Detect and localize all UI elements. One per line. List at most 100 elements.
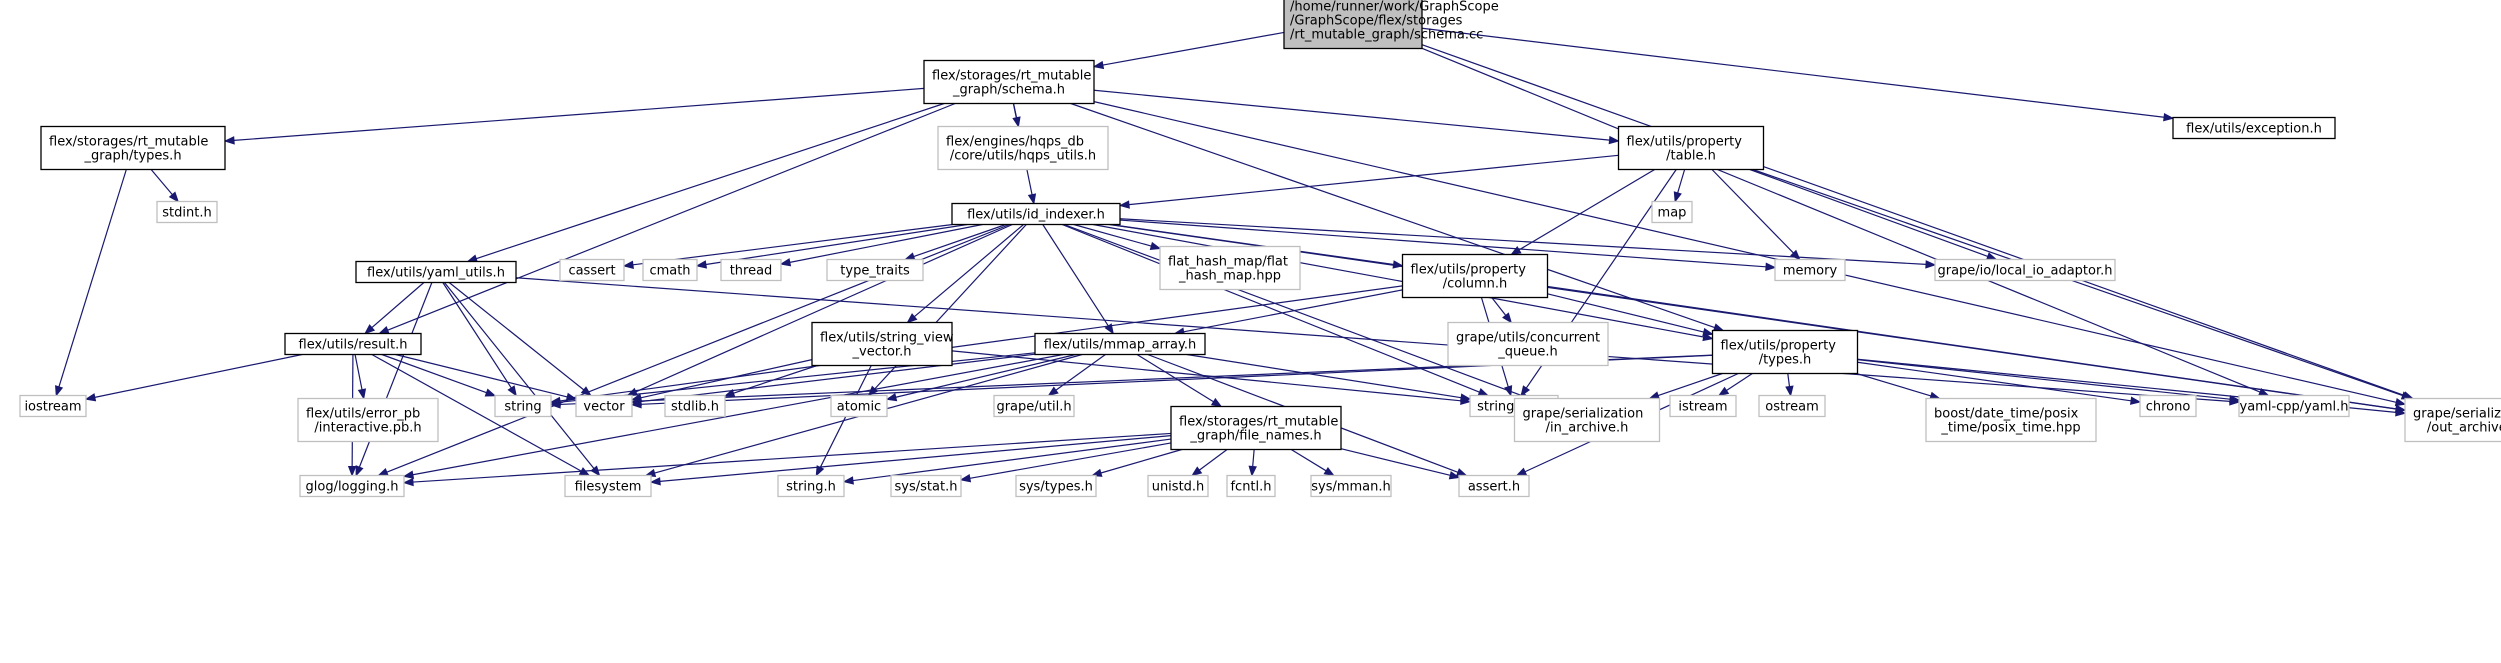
node-box bbox=[830, 394, 888, 418]
node-label: vector bbox=[583, 400, 625, 415]
arrowhead bbox=[723, 389, 736, 398]
edge-column_h-to-concurrent_queue bbox=[1491, 297, 1513, 324]
arrowhead bbox=[1092, 60, 1105, 70]
node-box bbox=[1651, 200, 1693, 224]
arrowhead bbox=[1504, 385, 1513, 397]
node-label: iostream bbox=[24, 400, 81, 415]
arrowhead bbox=[1027, 193, 1037, 205]
node-box bbox=[1711, 329, 1859, 375]
edge-schema_h-to-types_h bbox=[223, 87, 925, 145]
node-label: /in_archive.h bbox=[1546, 421, 1629, 436]
arrowhead bbox=[1477, 388, 1490, 397]
arrowhead bbox=[1785, 385, 1794, 397]
node-label: glog/logging.h bbox=[306, 480, 399, 495]
node-mmap_array[interactable]: flex/utils/mmap_array.h bbox=[1034, 332, 1206, 356]
node-column_h[interactable]: flex/utils/property/column.h bbox=[1401, 253, 1549, 299]
arrowhead bbox=[649, 477, 661, 486]
node-label: type_traits bbox=[840, 264, 910, 279]
node-yaml_utils[interactable]: flex/utils/yaml_utils.h bbox=[355, 260, 517, 284]
node-label: string bbox=[504, 400, 541, 415]
node-box bbox=[1015, 474, 1097, 498]
edge-id_indexer-to-cassert bbox=[622, 223, 953, 269]
edge-table_h-to-id_indexer bbox=[1118, 154, 1619, 209]
node-label: cassert bbox=[568, 264, 615, 279]
edge-mmap_array-to-string_view bbox=[1186, 353, 1472, 402]
arrowhead bbox=[1510, 246, 1522, 256]
node-label: /interactive.pb.h bbox=[314, 421, 421, 436]
node-label: /GraphScope/flex/storages bbox=[1290, 14, 1463, 29]
node-label: grape/utils/concurrent bbox=[1456, 331, 1600, 346]
node-stdlib: stdlib.h bbox=[664, 394, 726, 418]
node-glog: glog/logging.h bbox=[299, 474, 405, 498]
node-box bbox=[1170, 405, 1342, 451]
node-box bbox=[1774, 258, 1846, 282]
node-schema_h[interactable]: flex/storages/rt_mutable_graph/schema.h bbox=[923, 59, 1095, 105]
node-box bbox=[1310, 474, 1392, 498]
node-box bbox=[923, 59, 1095, 105]
node-label: assert.h bbox=[1468, 480, 1520, 495]
arrowhead bbox=[695, 260, 708, 269]
arrowhead bbox=[507, 385, 517, 397]
node-box bbox=[1447, 321, 1609, 367]
arrowhead bbox=[565, 392, 578, 401]
node-type_traits: type_traits bbox=[826, 258, 924, 282]
node-box bbox=[297, 397, 439, 443]
node-prop_types[interactable]: flex/utils/property/types.h bbox=[1711, 329, 1859, 375]
edge-table_h-to-out_archive bbox=[1752, 168, 2413, 400]
node-box bbox=[1034, 332, 1206, 356]
arrowhead bbox=[355, 465, 364, 477]
edge-prop_types-to-istream bbox=[1717, 372, 1753, 397]
edge-id_indexer-to-atomic bbox=[867, 224, 1027, 397]
node-string_h: string.h bbox=[777, 474, 845, 498]
node-label: _graph/types.h bbox=[83, 149, 181, 164]
node-file_names[interactable]: flex/storages/rt_mutable_graph/file_name… bbox=[1170, 405, 1342, 451]
node-sys_mman: sys/mman.h bbox=[1310, 474, 1392, 498]
node-box bbox=[1147, 474, 1209, 498]
arrowhead bbox=[2395, 408, 2407, 417]
node-label: flex/utils/result.h bbox=[299, 338, 408, 353]
node-result_h[interactable]: flex/utils/result.h bbox=[284, 332, 422, 356]
edge-file_names-to-assert bbox=[1340, 448, 1461, 480]
node-table_h[interactable]: flex/utils/property/table.h bbox=[1617, 125, 1765, 171]
arrowhead bbox=[84, 393, 97, 402]
node-box bbox=[1758, 394, 1826, 418]
node-box bbox=[1934, 258, 2116, 282]
edge-yaml_utils-to-vector bbox=[448, 282, 592, 397]
edge-id_indexer-to-thread bbox=[779, 223, 983, 267]
arrowhead bbox=[2163, 112, 2175, 122]
edge-types_h-to-stdint bbox=[150, 169, 180, 203]
node-exception_h[interactable]: flex/utils/exception.h bbox=[2172, 116, 2336, 140]
node-label: sys/types.h bbox=[1019, 480, 1093, 495]
node-label: cmath bbox=[649, 264, 690, 279]
node-label: flex/utils/property bbox=[1627, 135, 1743, 150]
edge-result_h-to-error_pb bbox=[354, 354, 367, 400]
edge-file_names-to-sys_stat bbox=[959, 442, 1172, 483]
edge-mmap_array-to-glog bbox=[402, 353, 1064, 479]
edge-result_h-to-vector bbox=[395, 353, 578, 401]
arrowhead bbox=[484, 388, 497, 397]
node-box bbox=[1226, 474, 1276, 498]
node-box bbox=[2139, 394, 2197, 418]
node-box bbox=[664, 394, 726, 418]
edge-yaml_utils-to-string bbox=[442, 282, 517, 397]
node-box bbox=[1458, 474, 1530, 498]
arrowhead bbox=[1118, 200, 1130, 209]
node-types_h[interactable]: flex/storages/rt_mutable_graph/types.h bbox=[40, 125, 226, 171]
edge-table_h-to-column_h bbox=[1510, 168, 1656, 256]
node-id_indexer[interactable]: flex/utils/id_indexer.h bbox=[951, 202, 1121, 226]
edge-id_indexer-to-string_view bbox=[1061, 223, 1490, 397]
arrowhead bbox=[630, 400, 642, 409]
node-istream: istream bbox=[1669, 394, 1737, 418]
arrowhead bbox=[364, 324, 376, 335]
node-string_view_vector[interactable]: flex/utils/string_view_vector.h bbox=[811, 321, 954, 367]
arrowhead bbox=[1702, 327, 1714, 337]
node-label: flex/engines/hqps_db bbox=[946, 135, 1084, 150]
edge-schema_h-to-result_h bbox=[378, 102, 956, 335]
node-label: flex/storages/rt_mutable bbox=[1179, 415, 1338, 430]
node-box bbox=[2172, 116, 2336, 140]
edge-file_names-to-string_h bbox=[842, 438, 1172, 485]
node-box bbox=[826, 258, 924, 282]
node-root[interactable]: /home/runner/work/GraphScope/GraphScope/… bbox=[1283, 0, 1499, 50]
node-box bbox=[642, 258, 698, 282]
node-label: flex/utils/mmap_array.h bbox=[1044, 338, 1196, 353]
